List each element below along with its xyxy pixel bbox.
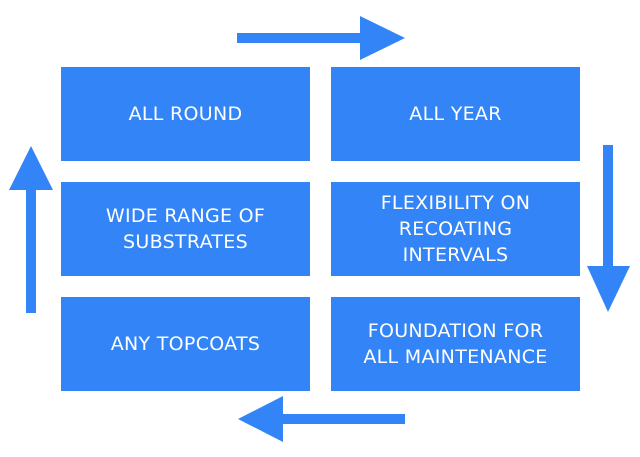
benefit-label: ANY TOPCOATS <box>110 333 261 355</box>
benefit-box-all-year: ALL YEAR <box>331 67 580 161</box>
benefit-box-flexibility: FLEXIBILITY ON RECOATING INTERVALS <box>331 182 580 276</box>
benefit-box-wide-range: WIDE RANGE OF SUBSTRATES <box>61 182 310 276</box>
benefit-box-all-round: ALL ROUND <box>61 67 310 161</box>
arrow-left-icon <box>238 396 405 442</box>
benefit-label: WIDE RANGE OF SUBSTRATES <box>105 205 266 253</box>
arrow-right-icon <box>237 16 405 60</box>
benefit-box-any-topcoats: ANY TOPCOATS <box>61 297 310 391</box>
benefit-box-foundation: FOUNDATION FOR ALL MAINTENANCE <box>331 297 580 391</box>
arrow-up-icon <box>9 146 53 313</box>
benefit-label: ALL YEAR <box>409 103 502 125</box>
benefit-label: ALL ROUND <box>128 103 243 125</box>
benefit-label: FOUNDATION FOR ALL MAINTENANCE <box>363 320 548 368</box>
benefit-label: FLEXIBILITY ON RECOATING INTERVALS <box>380 192 531 266</box>
arrow-down-icon <box>587 145 630 312</box>
